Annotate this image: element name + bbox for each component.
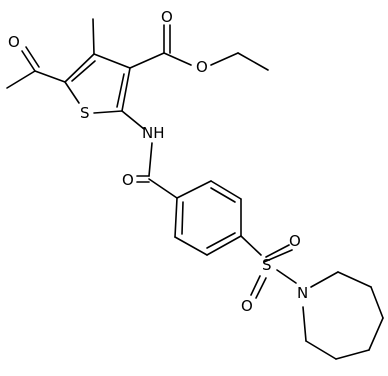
atom-label-sulfonyl-sulfur: S [262,256,272,274]
bond-c5-c4 [64,53,95,83]
atom-label-acetyl-oxygen: O [8,33,20,51]
bond-ester-c-o [163,52,192,66]
atom-label-sulfonyl-oxygen-top: O [289,232,301,250]
bond-ring-2-double [210,187,236,203]
atom-labels: O O O S NH O S O O N [8,8,308,315]
bond-carbonyl-ring [148,178,178,199]
bond-so-top [265,244,290,258]
atom-label-ester-ether-oxygen: O [196,58,208,76]
atom-label-azepane-nitrogen: N [297,284,308,302]
bond-ring-6-double [181,201,184,235]
bond-s-n [276,269,297,284]
bond-c2-nh [121,110,145,130]
bond-ring-6 [174,197,178,238]
bond-c3-c2-double [116,73,125,108]
bond-s-c5 [64,81,80,104]
bond-azepane-2 [337,271,372,288]
bond-acetyl-c5 [34,70,66,83]
bond-so-top-double [263,249,293,263]
bond-acetyl-co [21,50,36,72]
atom-label-amide-nitrogen: NH [142,124,165,142]
bond-c4-methyl [92,18,95,55]
bond-azepane-6 [305,340,337,360]
bond-ring-4 [206,235,242,256]
bond-azepane-7 [302,306,307,342]
bond-lines [6,18,384,360]
bond-azepane-3 [370,286,384,319]
bond-ester-o-ch2 [210,52,239,66]
atom-label-sulfonyl-oxygen-bottom: O [241,297,253,315]
bond-azepane-1 [310,271,339,288]
bond-c4-c3 [93,53,131,69]
bond-c5-c4-double [71,60,96,82]
bond-so-bottom-double [255,277,267,299]
atom-label-ester-carbonyl-oxygen: O [161,8,173,26]
atom-label-amide-oxygen: O [122,171,134,189]
bond-ring-2 [210,180,242,200]
bond-acetyl-co-double [25,46,40,68]
bond-ring-5 [174,236,208,256]
bond-ch2-ch3 [237,52,269,71]
bond-ring-sulfonyl [240,235,262,256]
bond-c2-s [93,110,123,114]
bond-azepane-4 [368,317,384,351]
bond-c3-c2 [121,67,131,112]
bond-azepane-5 [335,349,370,360]
bond-so-bottom [250,275,261,296]
atom-label-thiophene-sulfur: S [80,104,90,122]
bond-ring-1 [176,180,212,199]
bond-c3-ester-c [129,52,165,69]
bond-ring-4-double [206,232,236,249]
bond-nh-carbonyl [148,142,153,177]
bond-methyl-acetyl [6,70,36,89]
